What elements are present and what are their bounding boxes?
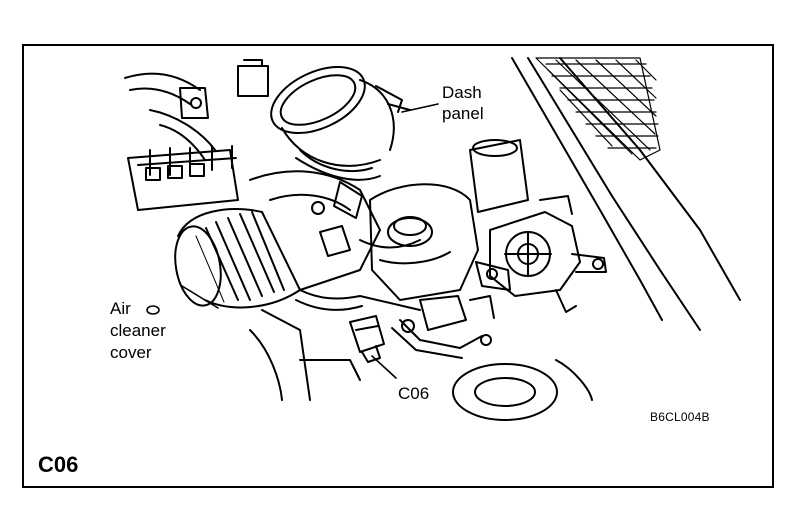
air-cleaner-cover	[174, 208, 301, 309]
relay-block	[127, 145, 239, 211]
upper-intake-duct	[270, 65, 411, 181]
reference-code: B6CL004B	[650, 410, 710, 424]
label-cleaner: cleaner	[110, 321, 166, 340]
connector-title: C06	[38, 452, 79, 477]
marker-icon	[146, 305, 160, 315]
lower-pipes	[295, 289, 495, 359]
label-panel: panel	[442, 104, 484, 123]
upper-left-brackets	[124, 59, 269, 161]
cowl-grille	[535, 57, 661, 161]
leader-lines	[181, 103, 439, 379]
label-connector-c06: C06	[398, 384, 430, 403]
intake-body	[249, 170, 381, 291]
label-air: Air	[110, 299, 131, 318]
label-dash: Dash	[442, 83, 482, 102]
fender-edge	[511, 57, 741, 331]
connector-c06	[349, 315, 385, 363]
brake-booster	[469, 139, 607, 313]
diagram-frame	[22, 44, 774, 488]
master-cylinder	[359, 183, 479, 301]
label-cover: cover	[110, 343, 152, 362]
lower-assemblies	[249, 309, 593, 421]
